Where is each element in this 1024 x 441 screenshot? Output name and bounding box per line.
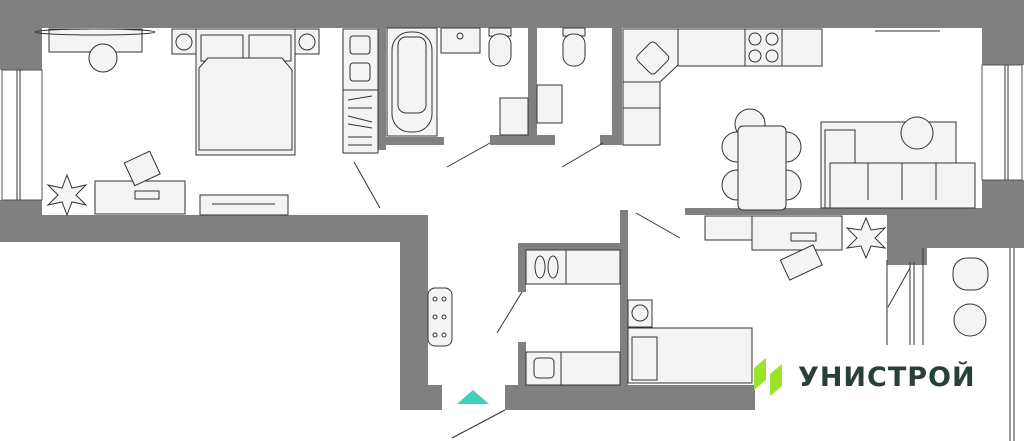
kitchen-furniture bbox=[622, 28, 976, 211]
logo-text: УНИСТРОЙ bbox=[798, 361, 976, 393]
bedroom-furniture bbox=[34, 28, 320, 217]
office-furniture bbox=[704, 215, 887, 281]
entrance-marker bbox=[457, 390, 489, 404]
balcony-furniture bbox=[952, 257, 989, 337]
walls bbox=[0, 0, 1024, 410]
bathroom-furniture bbox=[342, 27, 586, 154]
logo-mark-icon bbox=[754, 358, 782, 396]
windows bbox=[1, 64, 1023, 441]
doors bbox=[353, 142, 911, 439]
logo: УНИСТРОЙ bbox=[752, 352, 992, 402]
plant-icon bbox=[46, 173, 88, 217]
hall-furniture bbox=[427, 249, 753, 386]
plant-icon bbox=[845, 216, 887, 260]
